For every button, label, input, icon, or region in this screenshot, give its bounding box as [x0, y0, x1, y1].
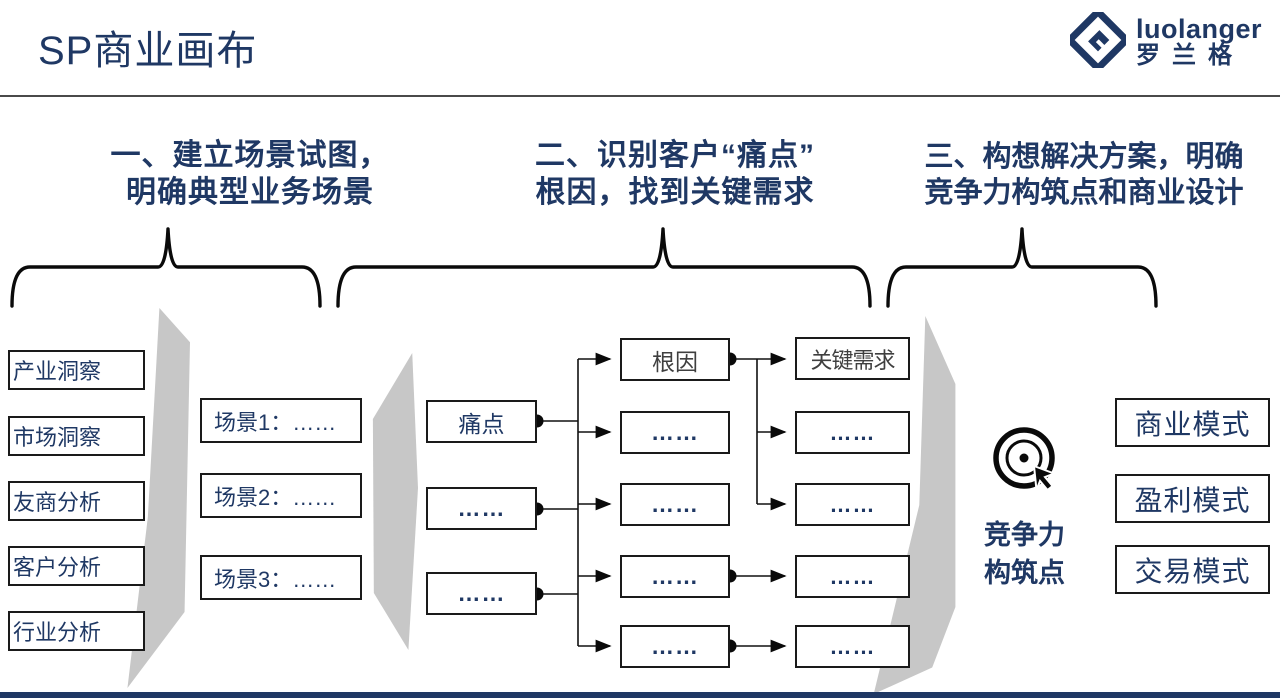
- root-cause-box: 根因: [620, 338, 730, 381]
- root-cause-placeholder-3: ……: [620, 555, 730, 598]
- section-2-line-1: 二、识别客户“痛点”: [535, 139, 815, 172]
- logo-brand-latin: luolanger: [1135, 13, 1262, 44]
- luolanger-logo: luolanger 罗兰格: [1064, 6, 1262, 74]
- root-cause-placeholder-2: ……: [620, 483, 730, 526]
- competitiveness-label-line-1: 竞争力: [984, 520, 1065, 550]
- brace-section-2: [336, 227, 872, 308]
- section-3-line-2: 竞争力构筑点和商业设计: [924, 177, 1244, 209]
- analysis-box-sector-analysis: 行业分析: [8, 611, 145, 651]
- model-box-transaction-model: 交易模式: [1115, 545, 1270, 594]
- header-divider-line: [0, 95, 1280, 97]
- page-title: SP商业画布: [38, 29, 258, 73]
- model-box-profit-model: 盈利模式: [1115, 474, 1270, 523]
- key-need-placeholder-2: ……: [795, 483, 910, 526]
- diamond-g-logo-icon: [1064, 6, 1132, 74]
- section-header-1: 一、建立场景试图， 明确典型业务场景: [80, 137, 420, 211]
- target-bullseye-cursor-icon: [988, 424, 1066, 507]
- competitiveness-label-line-2: 构筑点: [984, 558, 1065, 588]
- scenario-box-3: 场景3：……: [200, 555, 362, 600]
- brace-section-3: [886, 227, 1158, 308]
- key-need-placeholder-1: ……: [795, 411, 910, 454]
- root-cause-placeholder-1: ……: [620, 411, 730, 454]
- logo-brand-chinese: 罗兰格: [1135, 41, 1244, 69]
- analysis-box-market-insight: 市场洞察: [8, 416, 145, 456]
- analysis-box-industry-insight: 产业洞察: [8, 350, 145, 390]
- logo-text: luolanger 罗兰格: [1135, 13, 1262, 69]
- section-2-line-2: 根因，找到关键需求: [535, 176, 815, 209]
- key-need-placeholder-3: ……: [795, 555, 910, 598]
- pain-point-placeholder-1: ……: [426, 487, 537, 530]
- scenario-box-2: 场景2：……: [200, 473, 362, 518]
- section-1-line-2: 明确典型业务场景: [126, 176, 374, 209]
- section-3-line-1: 三、构想解决方案，明确: [924, 141, 1244, 173]
- brace-section-1: [10, 227, 322, 308]
- analysis-box-competitor-analysis: 友商分析: [8, 481, 145, 521]
- section-header-2: 二、识别客户“痛点” 根因，找到关键需求: [470, 137, 880, 211]
- model-box-business-model: 商业模式: [1115, 398, 1270, 447]
- key-need-box: 关键需求: [795, 337, 910, 380]
- competitiveness-label: 竞争力 构筑点: [984, 516, 1065, 592]
- bottom-accent-bar: [0, 692, 1280, 698]
- root-cause-placeholder-4: ……: [620, 625, 730, 668]
- pain-point-box: 痛点: [426, 400, 537, 443]
- scenario-box-1: 场景1：……: [200, 398, 362, 443]
- key-need-placeholder-4: ……: [795, 625, 910, 668]
- perspective-panel-middle: [372, 353, 418, 650]
- section-header-3: 三、构想解决方案，明确 竞争力构筑点和商业设计: [888, 139, 1280, 211]
- analysis-box-customer-analysis: 客户分析: [8, 546, 145, 586]
- section-1-line-1: 一、建立场景试图，: [110, 139, 390, 172]
- pain-point-placeholder-2: ……: [426, 572, 537, 615]
